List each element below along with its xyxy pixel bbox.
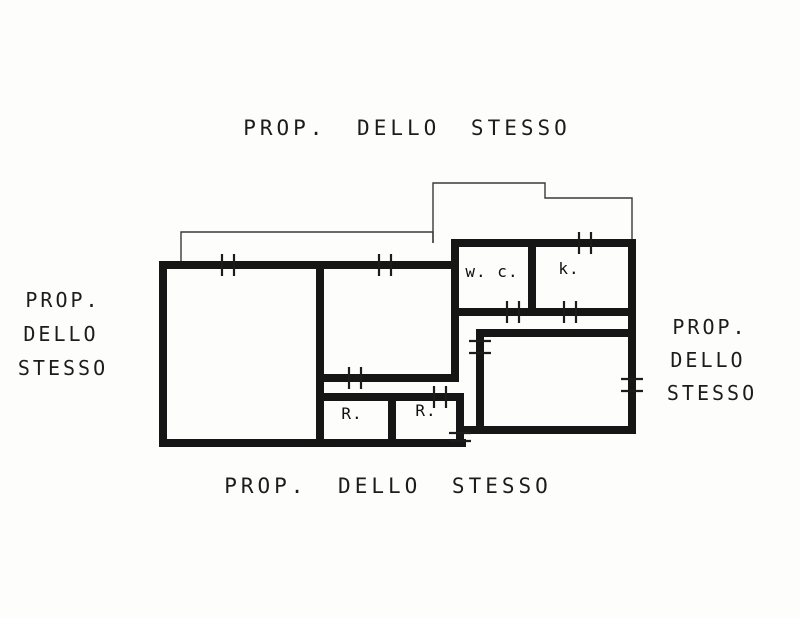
boundary-lines	[180, 182, 633, 262]
label-left-line2: DELLO	[23, 322, 98, 346]
label-right-line1: PROP.	[672, 315, 747, 339]
label-right: PROP. DELLO STESSO	[667, 315, 757, 405]
label-left: PROP. DELLO STESSO	[18, 288, 108, 380]
room-label-wc: w. c.	[465, 262, 518, 281]
room-label-kitchen: k.	[558, 259, 579, 278]
boundary-line	[180, 231, 434, 262]
property-labels: PROP. DELLO STESSO PROP. DELLO STESSO PR…	[18, 116, 757, 498]
window-ticks	[220, 232, 643, 443]
label-left-line1: PROP.	[25, 288, 100, 312]
room-labels: w. c. k. R. R.	[341, 259, 579, 423]
label-right-line3: STESSO	[667, 381, 757, 405]
label-top: PROP. DELLO STESSO	[243, 116, 571, 140]
walls	[159, 239, 636, 447]
room-label-r1: R.	[341, 404, 362, 423]
label-left-line3: STESSO	[18, 356, 108, 380]
boundary-line	[432, 182, 633, 243]
room-label-r2: R.	[415, 401, 436, 420]
label-right-line2: DELLO	[670, 348, 745, 372]
label-bottom: PROP. DELLO STESSO	[224, 474, 552, 498]
